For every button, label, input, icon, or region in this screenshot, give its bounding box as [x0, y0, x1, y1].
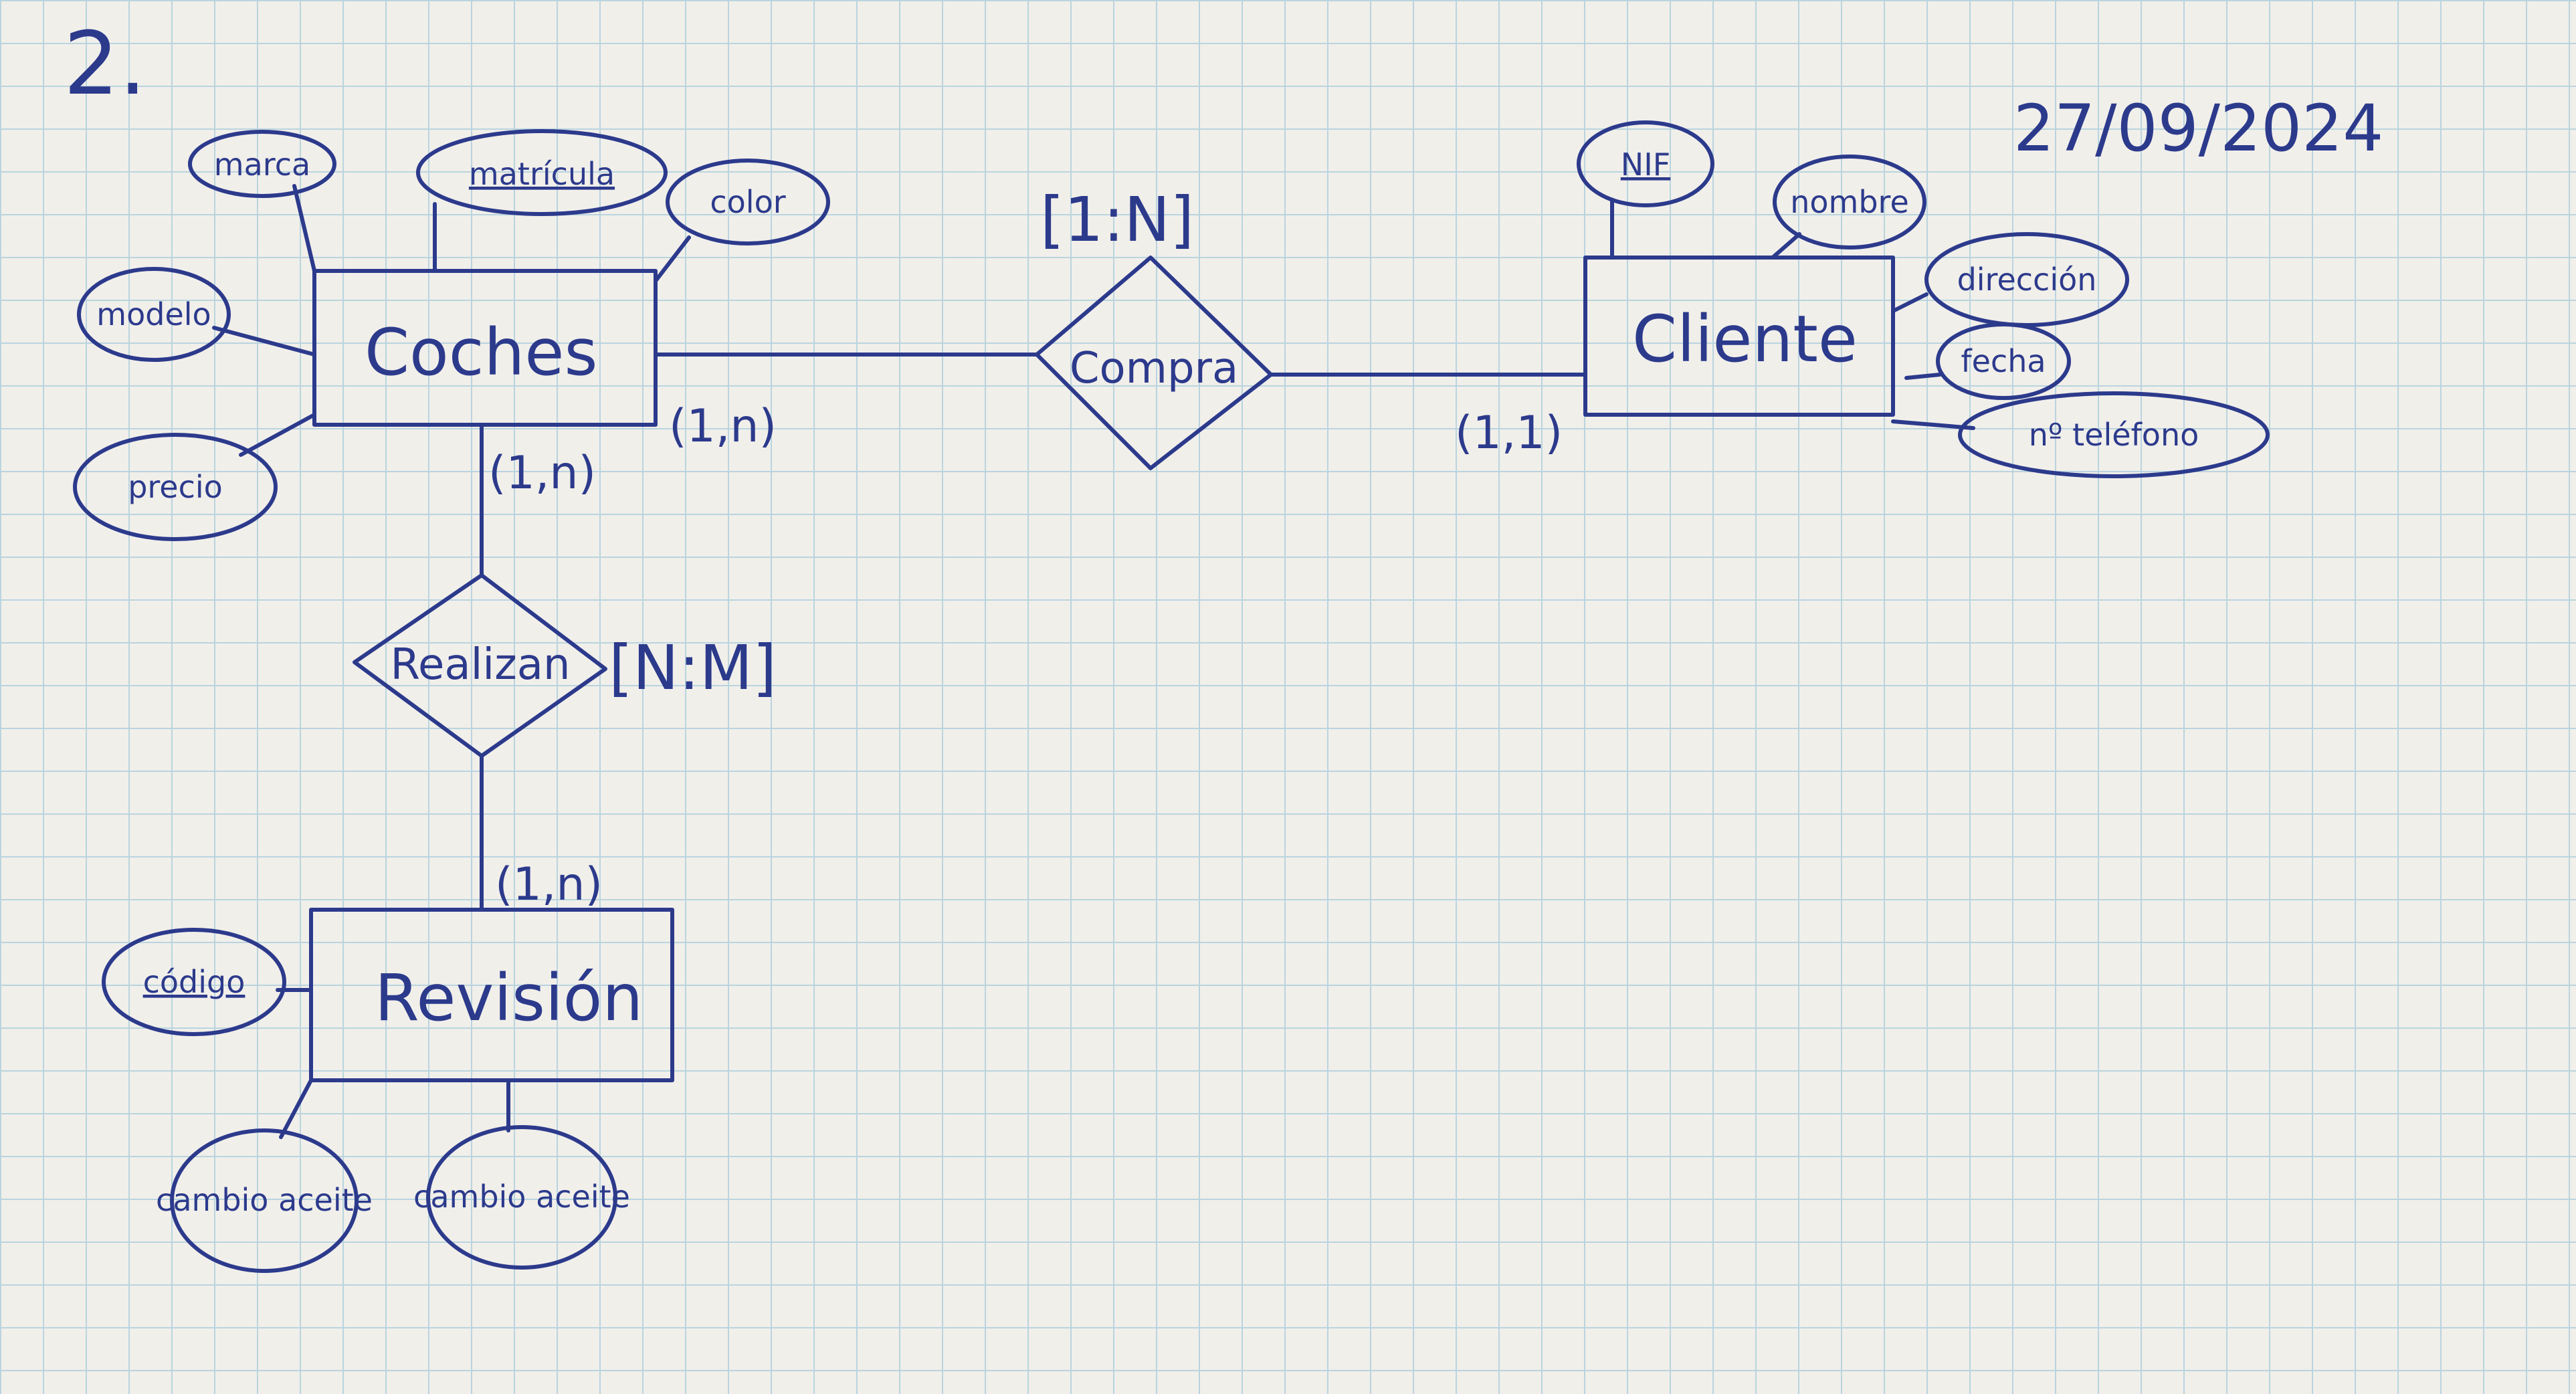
attr-cambio-aceite-2-label: cambio aceite: [413, 1179, 630, 1215]
coches-box: [312, 269, 658, 427]
cliente-box: [1583, 256, 1895, 417]
attr-cambio-aceite-1-label: cambio aceite: [156, 1182, 373, 1218]
attr-cambio-aceite-1: [170, 1128, 359, 1273]
attr-color-label: color: [710, 184, 785, 220]
attr-nif: [1577, 120, 1714, 207]
attr-precio-label: precio: [128, 469, 223, 505]
coches-label: Coches: [365, 315, 597, 390]
attr-nombre-label: nombre: [1790, 184, 1909, 220]
compra-ratio: [1:N]: [1040, 184, 1194, 256]
revision-box: [309, 908, 674, 1082]
card-revision-realizan: (1,n): [495, 858, 603, 911]
attr-matricula-label: matrícula: [469, 156, 615, 192]
attr-fecha-label: fecha: [1961, 343, 2046, 379]
realizan-label: Realizan: [390, 640, 570, 690]
attr-marca-label: marca: [214, 146, 310, 183]
attr-precio: [73, 433, 278, 541]
attr-nif-label: NIF: [1621, 146, 1670, 183]
attr-telefono-label: nº teléfono: [2029, 417, 2199, 453]
attr-nombre: [1773, 155, 1926, 250]
compra-diamond: [1035, 256, 1273, 470]
realizan-diamond: [353, 573, 607, 758]
attr-modelo: [77, 267, 231, 362]
card-coches-compra: (1,n): [669, 400, 777, 453]
card-cliente-compra: (1,1): [1455, 407, 1563, 460]
entity-coches: Coches: [312, 269, 658, 427]
attr-direccion-label: dirección: [1957, 262, 2097, 298]
attr-matricula: [416, 129, 668, 216]
compra-label: Compra: [1070, 344, 1238, 393]
exercise-number: 2.: [64, 13, 146, 114]
revision-label: Revisión: [375, 961, 643, 1035]
attr-color: [666, 159, 830, 245]
cliente-label: Cliente: [1632, 302, 1858, 377]
card-coches-realizan: (1,n): [488, 447, 596, 500]
attr-modelo-label: modelo: [96, 296, 211, 332]
realizan-ratio: [N:M]: [609, 632, 777, 704]
relationship-realizan: Realizan: [353, 573, 607, 758]
attr-marca: [188, 130, 336, 198]
entity-cliente: Cliente: [1583, 256, 1895, 417]
attr-codigo-label: código: [143, 964, 245, 1000]
relationship-compra: Compra: [1035, 256, 1273, 470]
entity-revision: Revisión: [309, 908, 674, 1082]
date-label: 27/09/2024: [2013, 91, 2383, 166]
attr-codigo: [102, 928, 286, 1036]
attr-telefono: [1958, 391, 2270, 478]
attr-fecha: [1936, 322, 2071, 400]
attr-cambio-aceite-2: [426, 1125, 617, 1270]
